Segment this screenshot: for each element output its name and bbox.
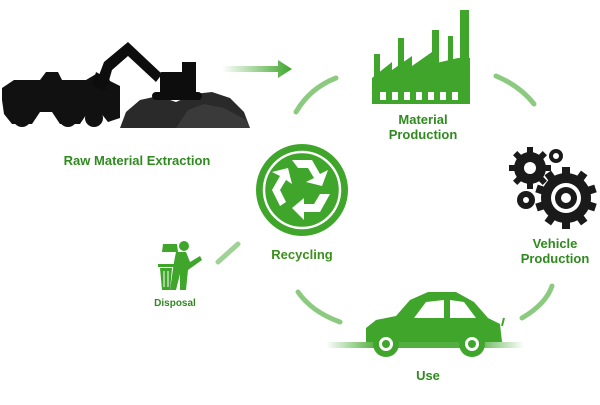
label-use: Use bbox=[416, 368, 440, 383]
car-icon bbox=[326, 292, 524, 357]
label-raw-material-extraction: Raw Material Extraction bbox=[63, 153, 211, 168]
label-material-production: Material Production bbox=[378, 112, 468, 142]
label-recycling: Recycling bbox=[271, 247, 333, 262]
trash-bin-icon bbox=[158, 241, 202, 290]
cycle-arrows bbox=[215, 73, 555, 325]
label-vehicle-line1: Vehicle bbox=[532, 236, 578, 251]
label-material-line2: Production bbox=[388, 127, 458, 142]
arrow-recycling-disposal bbox=[215, 241, 241, 265]
excavator bbox=[92, 42, 202, 100]
flow-arrow-extraction-material bbox=[222, 60, 292, 78]
arrow-use-recycling bbox=[295, 289, 343, 325]
label-vehicle-production: Vehicle Production bbox=[512, 236, 598, 266]
road-line bbox=[326, 342, 524, 348]
arrow-recycling-material bbox=[293, 75, 339, 115]
factory-icon bbox=[372, 10, 470, 104]
label-vehicle-line2: Production bbox=[520, 251, 590, 266]
label-material-line1: Material bbox=[398, 112, 448, 127]
gears-icon bbox=[509, 147, 597, 229]
label-disposal: Disposal bbox=[154, 298, 196, 309]
arrow-material-vehicle bbox=[493, 73, 537, 107]
excavator-truck-icon bbox=[2, 42, 250, 128]
arrow-vehicle-use bbox=[519, 283, 555, 321]
recycle-icon bbox=[256, 144, 348, 236]
